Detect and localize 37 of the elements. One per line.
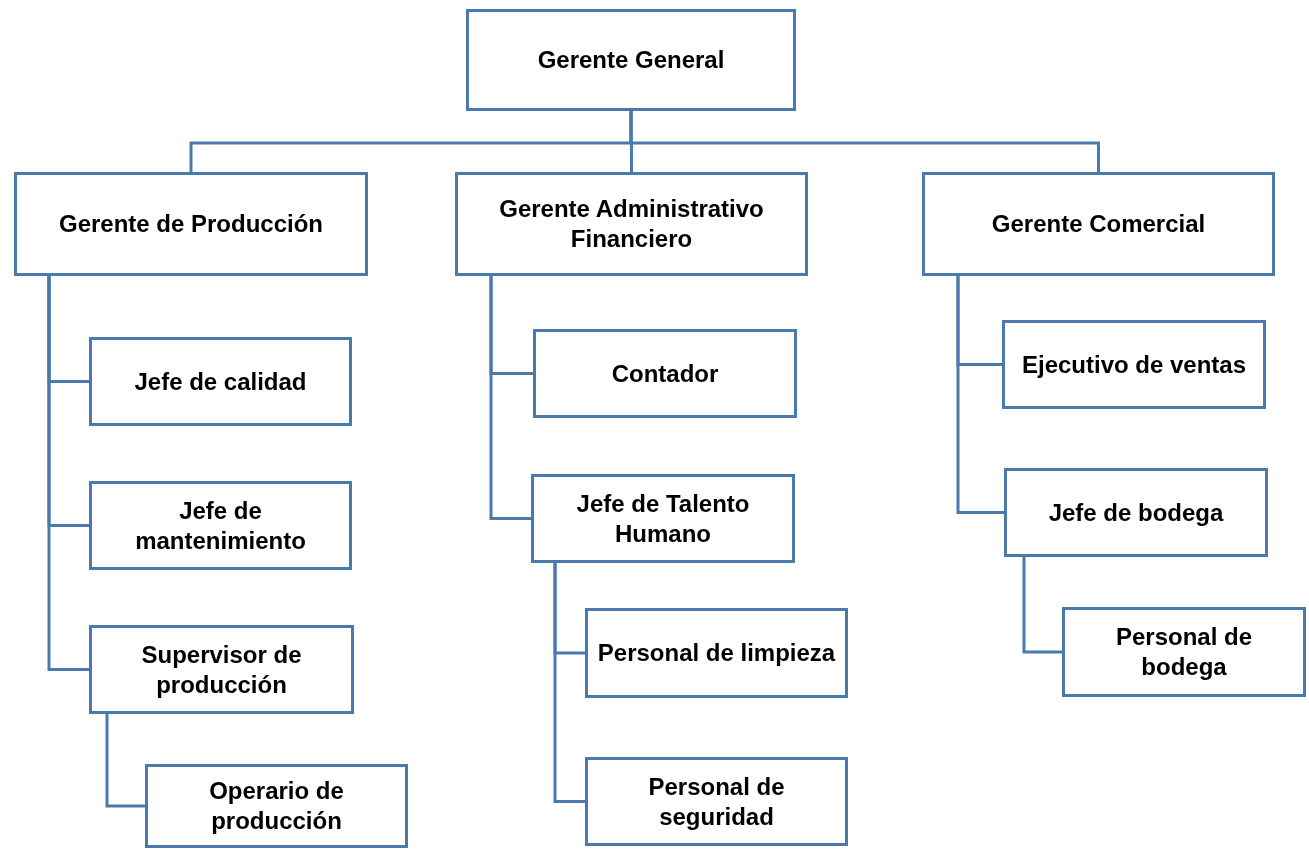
position-title: Gerente Administrativo Financiero <box>498 194 765 254</box>
position-box <box>533 329 797 418</box>
connector-line <box>105 714 145 808</box>
position-title: Jefe de mantenimiento <box>134 495 307 556</box>
position-title: Gerente Comercial <box>991 209 1206 239</box>
position-title: Gerente General <box>537 45 725 75</box>
position-title: Contador <box>611 358 719 389</box>
connector-line <box>956 276 1004 514</box>
position-box <box>89 337 352 426</box>
position-box <box>145 764 408 848</box>
position-title: Jefe de Talento Humano <box>575 488 751 549</box>
position-box <box>455 172 808 276</box>
connector-line <box>1022 557 1062 654</box>
connector-line <box>553 563 585 803</box>
position-title: Personal de seguridad <box>647 771 786 832</box>
position-title: Personal de limpieza <box>597 638 836 668</box>
position-box <box>89 625 354 714</box>
position-box <box>585 757 848 846</box>
position-title: Jefe de bodega <box>1048 497 1224 528</box>
connector-line <box>629 111 1100 172</box>
position-box <box>922 172 1275 276</box>
connector-line <box>489 276 531 520</box>
position-box <box>1062 607 1306 697</box>
position-title: Supervisor de producción <box>140 639 303 700</box>
position-title: Gerente de Producción <box>58 209 324 239</box>
position-box <box>1004 468 1268 557</box>
position-box <box>585 608 848 698</box>
position-title: Operario de producción <box>208 776 345 836</box>
position-title: Jefe de calidad <box>134 366 307 397</box>
position-box <box>89 481 352 570</box>
position-title: Personal de bodega <box>1114 622 1254 682</box>
connector-line <box>47 276 89 671</box>
position-box <box>531 474 795 563</box>
position-box <box>14 172 368 276</box>
position-title: Ejecutivo de ventas <box>1021 349 1247 380</box>
position-box <box>1002 320 1266 409</box>
position-box <box>466 9 796 111</box>
